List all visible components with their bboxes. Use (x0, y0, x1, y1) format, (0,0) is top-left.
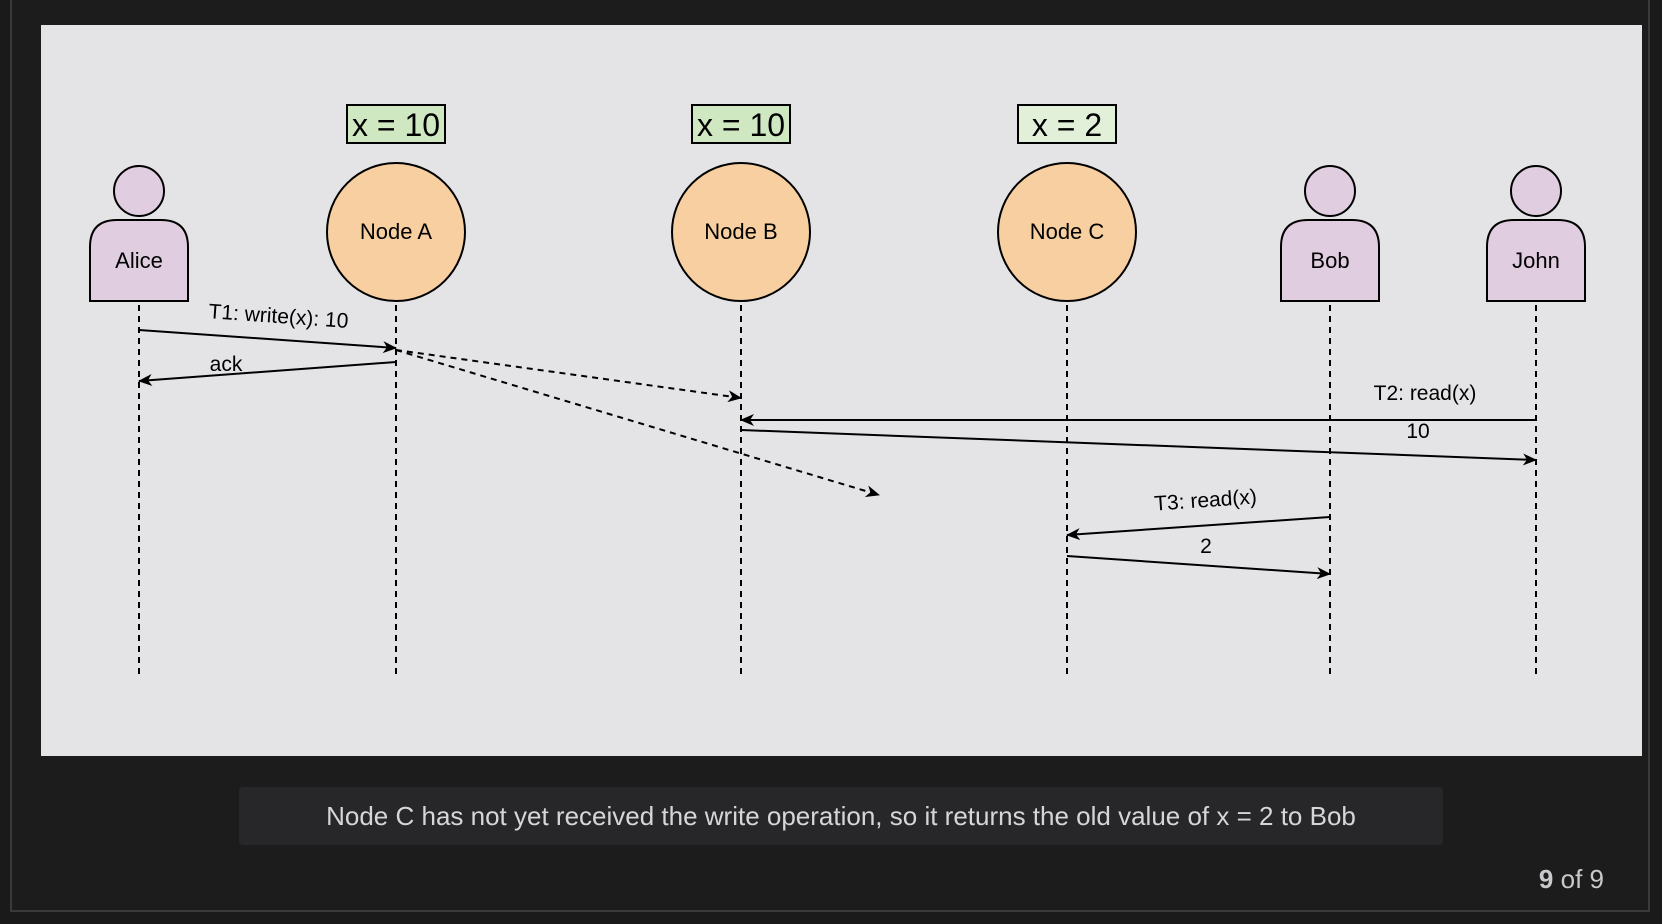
actor-john: John (1486, 165, 1586, 302)
arrow-t3-read (1066, 516, 1331, 541)
actor-label: Alice (115, 248, 163, 273)
label-t2-read: T2: read(x) (1374, 382, 1477, 405)
lifelines (138, 305, 1537, 677)
arrow-t2-reply (740, 429, 1537, 466)
arrow-t1-write (138, 329, 397, 354)
sequence-diagram: x = 10 x = 10 x = 2 Node A Node B Nod (89, 104, 1586, 677)
actor-bob: Bob (1280, 165, 1380, 302)
value-box-node-a: x = 10 (346, 104, 446, 144)
node-b: Node B (671, 162, 811, 302)
slide-counter: 9 of 9 (1539, 864, 1604, 895)
actor-label: Bob (1310, 248, 1349, 273)
node-label: Node A (360, 219, 432, 244)
diagram-slide: x = 10 x = 10 x = 2 Node A Node B Nod (41, 25, 1642, 756)
value-label: x = 2 (1032, 107, 1102, 143)
actor-alice: Alice (89, 165, 189, 302)
arrow-replicate-node-b (395, 349, 742, 403)
node-c: Node C (997, 162, 1137, 302)
slide-counter-separator: of (1553, 864, 1590, 894)
node-label: Node B (704, 219, 777, 244)
value-box-node-b: x = 10 (691, 104, 791, 144)
value-box-node-c: x = 2 (1017, 104, 1117, 144)
label-t2-reply: 10 (1406, 420, 1429, 443)
slide-caption: Node C has not yet received the write op… (239, 787, 1443, 845)
arrow-t3-reply (1066, 555, 1331, 580)
value-label: x = 10 (352, 107, 440, 143)
slideshow-frame: x = 10 x = 10 x = 2 Node A Node B Nod (10, 0, 1650, 912)
person-icon (1486, 165, 1586, 302)
slide-counter-total: 9 (1589, 864, 1604, 894)
node-label: Node C (1030, 219, 1105, 244)
label-t1-write: T1: write(x): 10 (208, 300, 349, 333)
slide-counter-current: 9 (1538, 864, 1554, 894)
actor-label: John (1512, 248, 1560, 273)
node-a: Node A (326, 162, 466, 302)
arrow-ack (138, 361, 397, 387)
label-t3-read: T3: read(x) (1154, 485, 1258, 515)
person-icon (1280, 165, 1380, 302)
label-t3-reply: 2 (1200, 535, 1212, 558)
arrow-replicate-node-c-pending (395, 349, 880, 498)
value-label: x = 10 (697, 107, 785, 143)
label-ack: ack (210, 353, 243, 376)
person-icon (89, 165, 189, 302)
